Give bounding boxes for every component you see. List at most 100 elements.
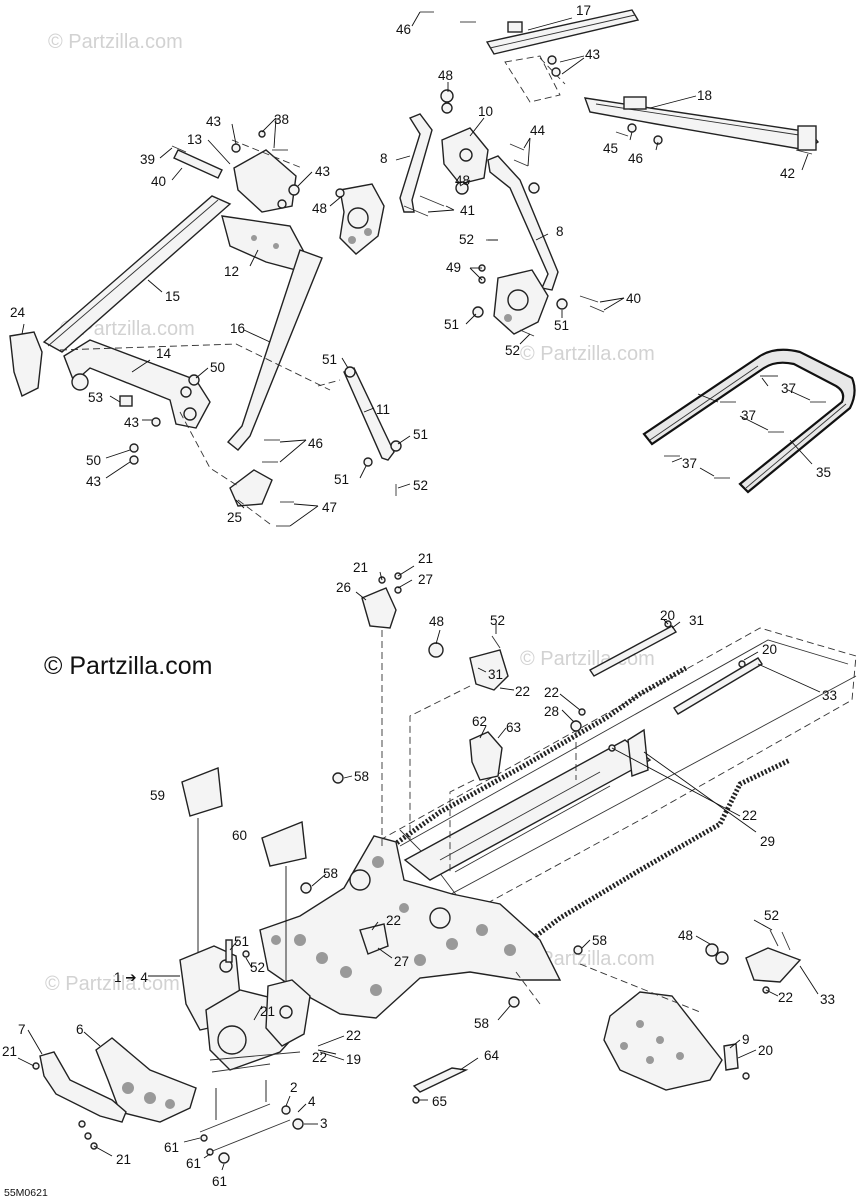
leader-lines-bottom (17, 565, 821, 1171)
part-tunnel-frame (359, 627, 857, 919)
callout-44: 42 (780, 166, 795, 181)
part-41-rod (173, 149, 223, 179)
part-10-strut (343, 366, 395, 461)
callout-35: 37 (682, 456, 697, 471)
callout-52: 50 (210, 360, 225, 375)
callout-33: 35 (816, 465, 831, 480)
figure-code: 55M0621 (4, 1187, 48, 1199)
callout-17: 18 (697, 88, 712, 103)
callout-14: 15 (165, 289, 180, 304)
callout-49: 46 (628, 151, 643, 166)
part-25-bracket (361, 572, 402, 629)
callout-51: 48 (429, 614, 444, 629)
callout-43: 41 (460, 203, 475, 218)
callout-53: 51 (322, 352, 337, 367)
callout-4: 4 (308, 1094, 316, 1109)
part-24-bracket (229, 469, 273, 507)
callout-7: 8 (380, 151, 388, 166)
callout-45: 43 (124, 415, 139, 430)
callout-51: 48 (455, 173, 470, 188)
part-27-bracket (359, 923, 389, 955)
assembly-dashline-56 (515, 971, 541, 1005)
callout-60: 61 (212, 1174, 227, 1189)
callout-53: 51 (444, 317, 459, 332)
callout-11: 12 (224, 264, 239, 279)
fastener-56a (332, 772, 344, 784)
callout-22: 22 (742, 808, 757, 823)
callout-22: 22 (386, 913, 401, 928)
callout-47: 49 (446, 260, 461, 275)
callout-54: 52 (459, 232, 474, 247)
part-6-ski-leg (39, 1051, 127, 1123)
callout-29: 29 (760, 834, 775, 849)
part-7-right-rod (487, 155, 559, 291)
fastener-56d (573, 945, 583, 955)
callout-21: 21 (2, 1044, 17, 1059)
fastener-56c (508, 996, 520, 1008)
callout-63: 63 (506, 720, 521, 735)
callout-46: 44 (530, 123, 546, 138)
part-17-long-bar (583, 96, 820, 151)
callout-21: 21 (260, 1004, 275, 1019)
callout-28: 28 (544, 704, 559, 719)
watermark-faint-1: © Partzilla.com (48, 31, 183, 53)
callout-56: 58 (474, 1016, 489, 1031)
part-bracket-under-16 (504, 55, 566, 103)
callout-21: 21 (353, 560, 368, 575)
callout-54: 52 (505, 343, 520, 358)
callout-35: 37 (781, 381, 796, 396)
callout-48: 45 (603, 141, 618, 156)
callout-64: 64 (484, 1048, 500, 1063)
callout-56: 58 (323, 866, 338, 881)
callout-55: 53 (88, 390, 103, 405)
part-13-crossmember (63, 339, 211, 429)
part-front-suspension (179, 939, 311, 1073)
watermark-faint-6: © Partzilla.com (520, 948, 655, 970)
callout-5: 6 (76, 1022, 84, 1037)
assembly-dashlines-top (59, 343, 341, 525)
callout-numbers: 46 17 43 18 48 10 44 45 46 42 8 48 48 41… (2, 3, 837, 1189)
part-62-bracket (469, 731, 503, 781)
callout-1-to-4: 1 ➔ 4 (114, 970, 148, 985)
callout-22: 22 (544, 685, 559, 700)
part-58-pad (261, 821, 307, 867)
part-31-bracket (705, 929, 802, 994)
watermark-faint-5: © Partzilla.com (45, 973, 180, 995)
callout-38: 33 (822, 688, 837, 703)
callout-15: 16 (230, 321, 245, 336)
callout-19: 20 (758, 1043, 773, 1058)
callout-22: 22 (312, 1050, 327, 1065)
callout-35: 37 (741, 408, 756, 423)
callout-54: 52 (413, 478, 428, 493)
callout-37: 31 (689, 613, 704, 628)
callout-13: 14 (156, 346, 172, 361)
hardware-top-middle (335, 11, 813, 337)
callout-51: 48 (438, 68, 453, 83)
callout-54: 52 (764, 908, 779, 923)
part-lower-pins (32, 1062, 304, 1164)
callout-53: 51 (554, 318, 569, 333)
part-23-bracket (9, 331, 43, 397)
callout-22: 22 (778, 990, 793, 1005)
callout-39: 38 (274, 112, 289, 127)
callout-22: 22 (515, 684, 530, 699)
callout-30: 31 (488, 667, 503, 682)
callout-62: 62 (472, 714, 487, 729)
part-5-arm (95, 1037, 197, 1123)
callout-7: 8 (556, 224, 564, 239)
callout-56: 58 (354, 769, 369, 784)
callout-51: 48 (678, 928, 693, 943)
part-front-chassis (259, 835, 562, 1019)
callout-23: 24 (10, 305, 26, 320)
part-16-upper-bar (485, 9, 640, 55)
callout-56: 58 (592, 933, 607, 948)
part-strips-37-38 (588, 620, 763, 715)
callout-24: 25 (227, 510, 242, 525)
callout-41: 40 (151, 174, 166, 189)
faint-watermarks: © Partzilla.com © Partzilla.com © Partzi… (45, 31, 655, 995)
part-12-bracket (231, 139, 303, 213)
callout-45: 43 (315, 164, 330, 179)
part-knuckle-right (493, 269, 549, 335)
leader-lines (21, 11, 813, 527)
